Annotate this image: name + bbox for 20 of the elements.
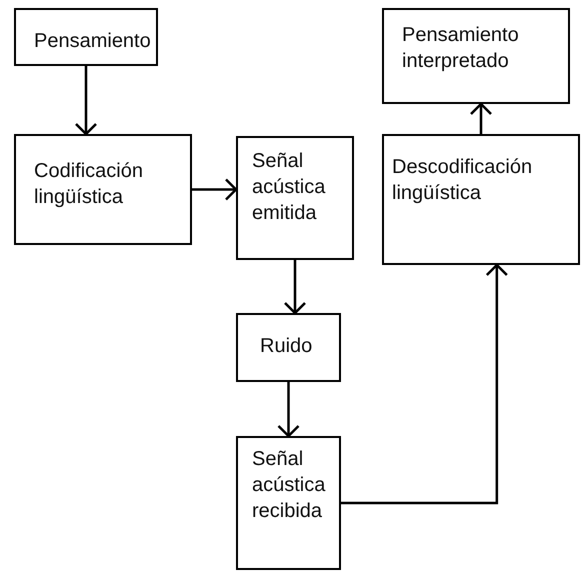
box-label: Descodificación lingüística bbox=[392, 155, 534, 206]
box-label: Pensamiento bbox=[34, 29, 152, 54]
arrow bbox=[277, 382, 300, 438]
arrow bbox=[74, 66, 98, 136]
process-box bbox=[382, 8, 570, 104]
box-label: Ruido bbox=[260, 334, 314, 359]
box-label: Codificación lingüística bbox=[34, 159, 144, 210]
process-box bbox=[236, 436, 341, 570]
arrow bbox=[470, 102, 492, 134]
arrow bbox=[192, 178, 238, 201]
box-label: Pensamiento interpretado bbox=[402, 23, 520, 74]
process-box bbox=[14, 8, 158, 66]
process-box bbox=[382, 134, 580, 265]
arrow bbox=[284, 260, 306, 314]
process-box bbox=[236, 313, 341, 382]
box-label: Señal acústica emitida bbox=[252, 149, 326, 226]
box-label: Señal acústica recibida bbox=[252, 447, 326, 524]
arrow bbox=[341, 264, 508, 504]
process-box bbox=[14, 134, 192, 245]
process-box bbox=[236, 136, 354, 260]
